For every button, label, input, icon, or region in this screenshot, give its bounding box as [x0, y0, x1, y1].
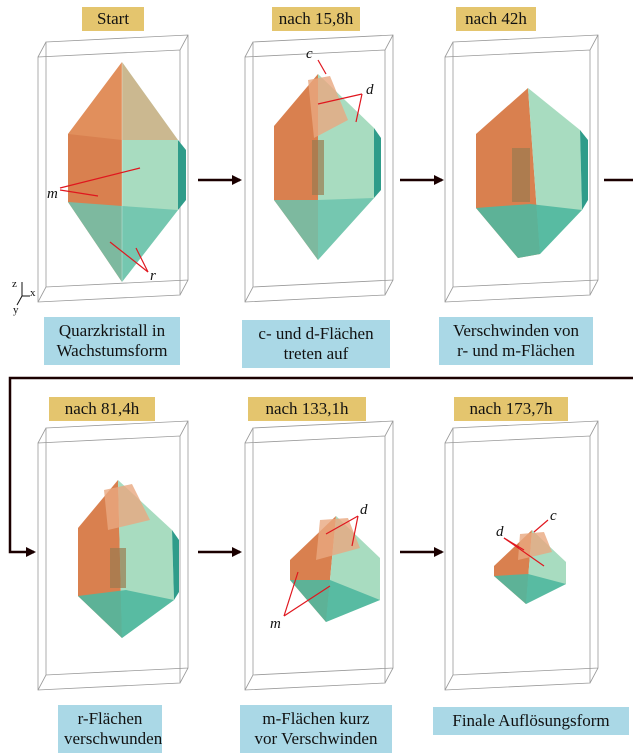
- annotation-c-15-8h: c: [306, 46, 313, 62]
- axis-indicator: [16, 282, 30, 306]
- crystal-15-8h: [274, 74, 381, 260]
- annotation-d-173-7h: d: [496, 524, 504, 540]
- stage-42h-box: [444, 34, 599, 303]
- annotation-m-start: m: [47, 186, 58, 202]
- crystal-42h: [476, 88, 588, 258]
- caption-42h: Verschwinden von r- und m-Flächen: [439, 317, 593, 365]
- stage-81-4h-box: [37, 420, 189, 691]
- stage-start-box: [37, 34, 189, 303]
- annotation-d-15-8h: d: [366, 82, 374, 98]
- caption-start-line-1: Quarzkristall in: [58, 321, 166, 340]
- annotation-r-start: r: [150, 268, 156, 284]
- arrow-row-connector: [8, 376, 633, 557]
- annotation-lines-133-1h: [283, 515, 359, 617]
- caption-15-8h-line-2: treten auf: [283, 344, 349, 363]
- stage-133-1h-box: [244, 420, 394, 691]
- stage-173-7h-box: [444, 420, 599, 691]
- annotation-lines-15-8h: [317, 59, 363, 123]
- annotation-c-173-7h: c: [550, 508, 557, 524]
- annotation-m-133-1h: m: [270, 616, 281, 632]
- axis-label-y: y: [13, 304, 19, 316]
- caption-81-4h: r-Flächen verschwunden: [58, 705, 162, 753]
- caption-15-8h-line-1: c- und d-Flächen: [258, 324, 374, 343]
- caption-42h-line-2: r- und m-Flächen: [457, 341, 575, 360]
- time-label-173-7h: nach 173,7h: [454, 397, 568, 421]
- caption-42h-line-1: Verschwinden von: [452, 321, 580, 340]
- time-label-42h: nach 42h: [456, 7, 536, 31]
- stage-15-8h-box: [244, 34, 394, 303]
- axis-label-z: z: [12, 278, 17, 290]
- crystal-start: [68, 62, 186, 282]
- annotation-d-133-1h: d: [360, 502, 368, 518]
- annotation-lines-173-7h: [503, 519, 549, 567]
- time-label-133-1h: nach 133,1h: [248, 397, 366, 421]
- time-label-81-4h: nach 81,4h: [49, 397, 155, 421]
- caption-133-1h-line-2: vor Verschwinden: [254, 729, 378, 748]
- crystal-173-7h: [494, 530, 566, 604]
- caption-173-7h-line-1: Finale Auflösungsform: [452, 711, 610, 730]
- caption-15-8h: c- und d-Flächen treten auf: [242, 320, 390, 368]
- time-label-15-8h: nach 15,8h: [272, 7, 360, 31]
- caption-start: Quarzkristall in Wachstumsform: [44, 317, 180, 365]
- crystal-81-4h: [78, 480, 179, 638]
- crystal-133-1h: [290, 516, 380, 622]
- time-label-start: Start: [82, 7, 144, 31]
- caption-81-4h-line-2: verschwunden: [64, 729, 163, 748]
- annotation-lines-start: [59, 167, 149, 273]
- caption-81-4h-line-1: r-Flächen: [77, 709, 143, 728]
- caption-133-1h-line-1: m-Flächen kurz: [262, 709, 370, 728]
- caption-start-line-2: Wachstumsform: [56, 341, 168, 360]
- caption-133-1h: m-Flächen kurz vor Verschwinden: [240, 705, 392, 753]
- axis-label-x: x: [30, 287, 36, 299]
- flow-arrows: [8, 175, 633, 557]
- caption-173-7h: Finale Auflösungsform: [433, 707, 629, 735]
